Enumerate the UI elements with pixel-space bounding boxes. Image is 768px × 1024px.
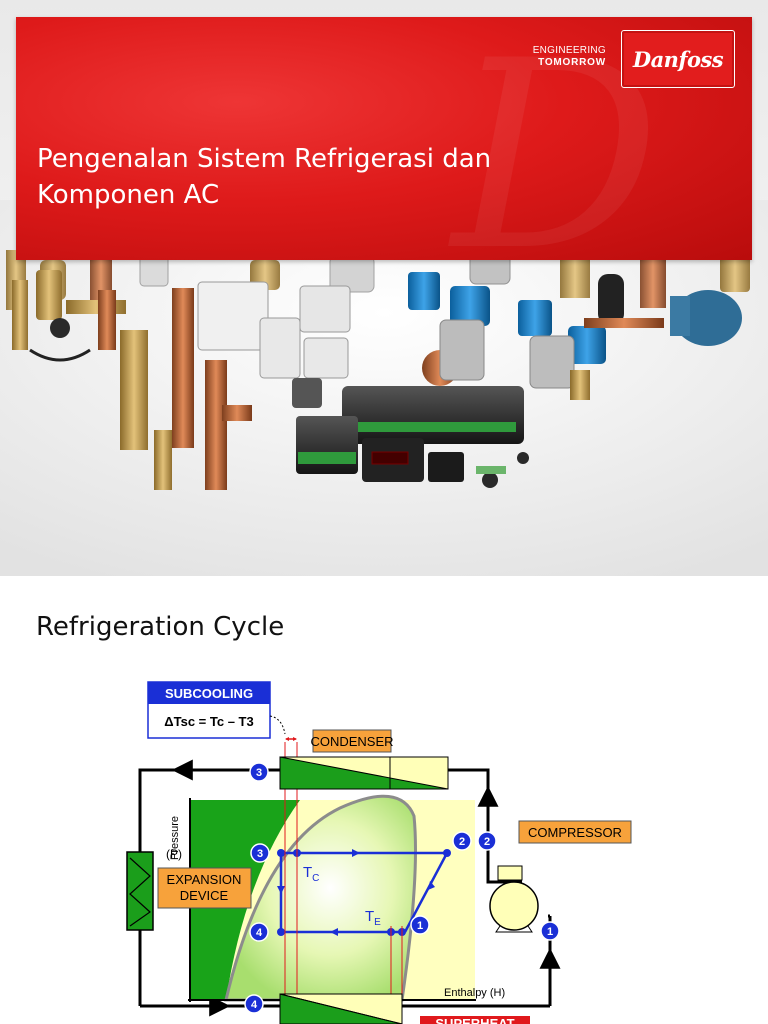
title-slide: D ENGINEERING TOMORROW Danfoss Pengenala…	[0, 0, 768, 576]
refrigeration-cycle-slide: Refrigeration Cycle	[0, 576, 768, 1024]
condenser-unit	[279, 756, 449, 790]
condenser-label: CONDENSER	[310, 734, 393, 749]
te-label: TE	[365, 908, 381, 928]
badge-1-chart: 1	[410, 915, 430, 935]
saturation-dome	[224, 794, 417, 1002]
badge-4-circuit: 4	[244, 994, 264, 1014]
logo-text: Danfoss	[632, 46, 724, 72]
evaporator-unit	[279, 993, 403, 1024]
slide-title: Pengenalan Sistem Refrigerasi dan Kompon…	[37, 141, 657, 213]
tagline-line2: TOMORROW	[538, 57, 606, 68]
badge-3-chart: 3	[250, 843, 270, 863]
svg-text:3: 3	[256, 767, 262, 779]
compressor-icon	[489, 865, 539, 933]
condenser-label-box	[312, 729, 392, 753]
expansion-valve-icon	[126, 851, 154, 931]
badge-2-chart: 2	[452, 831, 472, 851]
slide-title-line1: Pengenalan Sistem Refrigerasi dan	[37, 144, 492, 174]
superheat-label-box	[420, 1016, 530, 1024]
superheat-label: SUPERHEAT	[435, 1016, 514, 1024]
tagline: ENGINEERING TOMORROW	[533, 45, 606, 69]
svg-text:2: 2	[459, 836, 465, 848]
expansion-label-line1: EXPANSION	[167, 872, 242, 887]
pressure-axis-label: Pressure	[169, 816, 181, 860]
title-banner: D ENGINEERING TOMORROW Danfoss Pengenala…	[16, 17, 752, 260]
compressor-label-box	[518, 820, 632, 844]
enthalpy-axis-label: Enthalpy (H)	[444, 987, 505, 999]
tc-label: TC	[303, 864, 319, 884]
badge-4-chart: 4	[249, 922, 269, 942]
badge-3-circuit: 3	[249, 762, 269, 782]
pressure-symbol: (P)	[166, 847, 182, 861]
cycle-title: Refrigeration Cycle	[36, 612, 285, 642]
compressor-label: COMPRESSOR	[528, 825, 622, 840]
svg-text:2: 2	[484, 836, 490, 848]
svg-text:1: 1	[417, 920, 423, 932]
expansion-label-box	[157, 867, 252, 909]
svg-text:4: 4	[256, 927, 263, 939]
slide-title-line2: Komponen AC	[37, 180, 220, 210]
refrigeration-cycle-diagram: Pressure (P) Enthalpy (H) TC TE	[126, 681, 632, 1024]
point-badges: 3 4 1 2 3 2 1 4	[244, 762, 560, 1014]
subcooling-formula: ΔTsc = Tc – T3	[164, 714, 253, 729]
svg-text:4: 4	[251, 999, 258, 1011]
svg-text:3: 3	[257, 848, 263, 860]
product-photo	[0, 200, 768, 576]
svg-text:1: 1	[547, 926, 553, 938]
tagline-line1: ENGINEERING	[532, 45, 606, 56]
danfoss-logo: Danfoss	[621, 30, 735, 88]
badge-1-circuit: 1	[540, 921, 560, 941]
badge-2-circuit: 2	[477, 831, 497, 851]
subcooling-title: SUBCOOLING	[165, 686, 253, 701]
expansion-label-line2: DEVICE	[180, 888, 229, 903]
